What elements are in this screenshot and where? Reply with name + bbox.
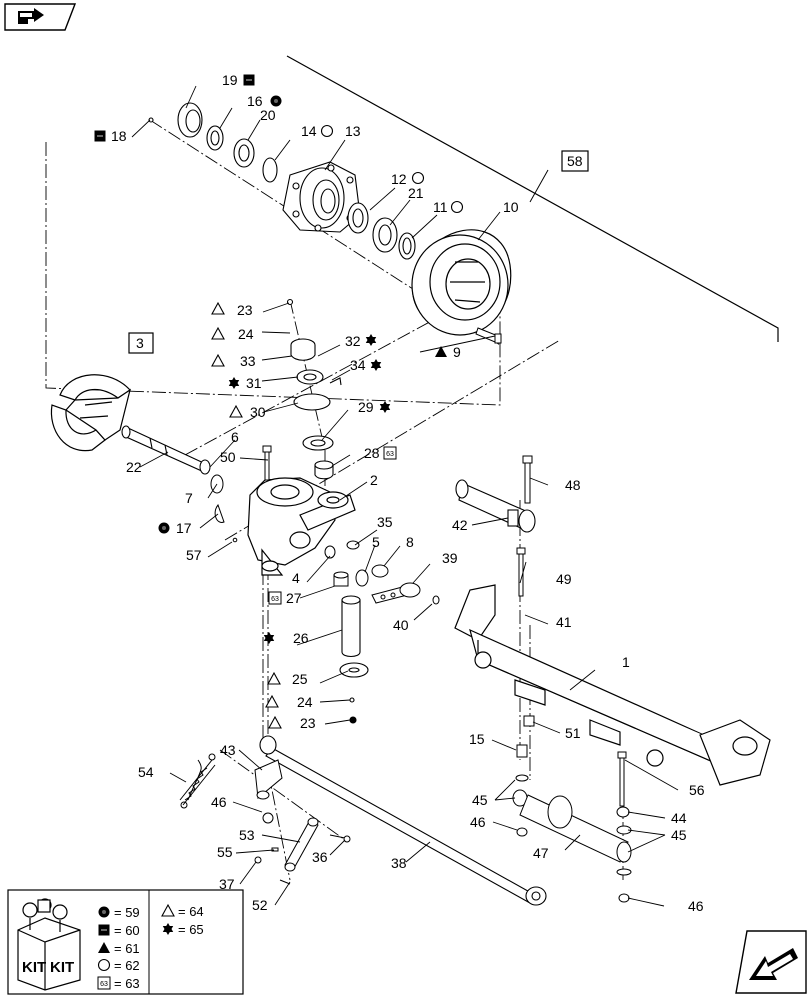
legend-item-60: = 60 [114, 923, 140, 938]
tie-rod [259, 735, 547, 906]
callout-46[interactable]: 46 [470, 814, 486, 830]
callout-47[interactable]: 47 [533, 845, 549, 861]
next-page-button[interactable] [735, 930, 807, 994]
hub-cap-and-seals [148, 102, 278, 183]
callout-25[interactable]: 25 [292, 671, 308, 687]
callout-41[interactable]: 41 [556, 614, 572, 630]
hand-pointing-right-icon [4, 3, 77, 31]
callout-52[interactable]: 52 [252, 897, 268, 913]
legend-item-61: = 61 [114, 941, 140, 956]
damper-parts [254, 817, 351, 885]
callout-24[interactable]: 24 [238, 326, 254, 342]
kit-label-right: KIT [50, 959, 74, 976]
leader-lines [131, 85, 679, 907]
callout-4[interactable]: 4 [292, 570, 300, 586]
callout-17[interactable]: 17 [176, 520, 192, 536]
callout-53[interactable]: 53 [239, 827, 255, 843]
legend-item-62: = 62 [114, 958, 140, 973]
kingpin-parts [286, 298, 342, 480]
callout-30[interactable]: 30 [250, 404, 266, 420]
bolt-9 [475, 327, 502, 344]
callout-15[interactable]: 15 [469, 731, 485, 747]
wheel-hub [282, 161, 361, 233]
callout-32[interactable]: 32 [345, 333, 361, 349]
callout-35[interactable]: 35 [377, 514, 393, 530]
callout-8[interactable]: 8 [406, 534, 414, 550]
callout-2[interactable]: 2 [370, 472, 378, 488]
callout-11[interactable]: 11 [433, 199, 448, 215]
callout-46[interactable]: 46 [211, 794, 227, 810]
legend-item-64: = 64 [178, 904, 204, 919]
callout-37[interactable]: 37 [219, 876, 235, 892]
callout-22[interactable]: 22 [126, 459, 142, 475]
callout-23[interactable]: 23 [237, 302, 253, 318]
callout-26[interactable]: 26 [293, 630, 309, 646]
kit-box-icon [17, 898, 81, 991]
callout-14[interactable]: 14 [301, 123, 317, 139]
axle-beam [454, 584, 771, 786]
callout-6[interactable]: 6 [231, 429, 239, 445]
callout-46[interactable]: 46 [688, 898, 704, 914]
callout-24[interactable]: 24 [297, 694, 313, 710]
callout-1[interactable]: 1 [622, 654, 630, 670]
callout-54[interactable]: 54 [138, 764, 154, 780]
callout-33[interactable]: 33 [240, 353, 256, 369]
callout-50[interactable]: 50 [220, 449, 236, 465]
callout-23[interactable]: 23 [300, 715, 316, 731]
callout-29[interactable]: 29 [358, 399, 374, 415]
callout-27[interactable]: 27 [286, 590, 302, 606]
callout-28[interactable]: 28 [364, 445, 380, 461]
steering-knuckle [247, 477, 356, 576]
callout-13[interactable]: 13 [345, 123, 361, 139]
callout-58[interactable]: 58 [567, 153, 583, 169]
legend-item-65: = 65 [178, 922, 204, 937]
kit-label-left: KIT [22, 959, 46, 976]
callout-44[interactable]: 44 [671, 810, 687, 826]
callout-19[interactable]: 19 [222, 72, 238, 88]
brake-shoes [50, 374, 131, 452]
bolts [262, 445, 533, 597]
legend-item-59: = 59 [114, 905, 140, 920]
callout-16[interactable]: 16 [247, 93, 263, 109]
callout-20[interactable]: 20 [260, 107, 276, 123]
callout-36[interactable]: 36 [312, 849, 328, 865]
callout-55[interactable]: 55 [217, 844, 233, 860]
callout-38[interactable]: 38 [391, 855, 407, 871]
callout-9[interactable]: 9 [453, 344, 461, 360]
callout-34[interactable]: 34 [350, 357, 366, 373]
callout-3[interactable]: 3 [136, 335, 144, 351]
kingpin [339, 595, 369, 724]
callout-48[interactable]: 48 [565, 477, 581, 493]
callout-56[interactable]: 56 [689, 782, 705, 798]
hub-bearings [347, 202, 416, 260]
callout-box-3 [128, 332, 154, 354]
callout-49[interactable]: 49 [556, 571, 572, 587]
assembly-line-58 [286, 55, 779, 342]
callout-10[interactable]: 10 [503, 199, 519, 215]
callout-7[interactable]: 7 [185, 490, 193, 506]
shock-absorber-parts [512, 715, 632, 903]
symbol-legend: KIT KIT = 59 = 60 = 61 = 62 = 63 = 64 = … [7, 889, 244, 995]
callout-57[interactable]: 57 [186, 547, 202, 563]
small-parts [324, 540, 440, 605]
brake-actuator [455, 479, 536, 533]
callout-42[interactable]: 42 [452, 517, 468, 533]
callout-5[interactable]: 5 [372, 534, 380, 550]
callout-40[interactable]: 40 [393, 617, 409, 633]
callout-21[interactable]: 21 [408, 185, 424, 201]
callout-51[interactable]: 51 [565, 725, 581, 741]
callout-45[interactable]: 45 [472, 792, 488, 808]
legend-item-63: = 63 [114, 976, 140, 991]
brake-drum [411, 229, 512, 336]
previous-page-button[interactable] [4, 3, 77, 31]
callout-12[interactable]: 12 [391, 171, 407, 187]
callout-39[interactable]: 39 [442, 550, 458, 566]
callout-45[interactable]: 45 [671, 827, 687, 843]
arrow-down-left-icon [735, 930, 807, 994]
callout-43[interactable]: 43 [220, 742, 236, 758]
callout-18[interactable]: 18 [111, 128, 127, 144]
callout-31[interactable]: 31 [246, 375, 262, 391]
callout-box-58 [561, 150, 589, 172]
